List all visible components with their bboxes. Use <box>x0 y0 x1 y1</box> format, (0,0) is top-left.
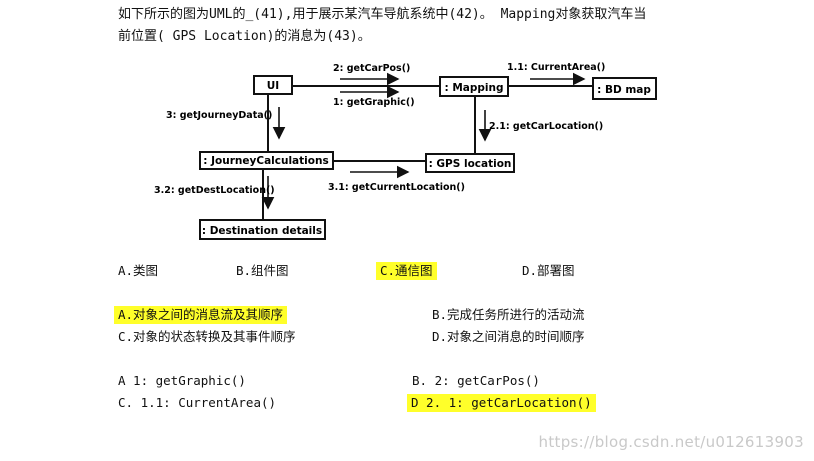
q43-option-d-highlighted: D 2. 1: getCarLocation() <box>407 394 596 412</box>
node-gps-location: : GPS location <box>425 153 515 173</box>
msg-getjourneydata: 3: getJourneyData() <box>166 110 272 121</box>
watermark: https://blog.csdn.net/u012613903 <box>538 433 804 451</box>
q41-option-a: A.类图 <box>118 263 159 278</box>
node-bdmap: : BD map <box>592 77 657 100</box>
q42-option-c: C.对象的状态转换及其事件顺序 <box>118 329 296 344</box>
message-arrows <box>261 72 586 210</box>
q41-option-c-highlighted: C.通信图 <box>376 262 437 280</box>
node-journey-calculations: : JourneyCalculations <box>199 151 334 170</box>
svg-text:: Destination details: : Destination details <box>202 225 322 237</box>
node-mapping: : Mapping <box>439 76 509 97</box>
q42-option-d: D.对象之间消息的时间顺序 <box>432 329 585 344</box>
svg-text:: GPS location: : GPS location <box>429 158 512 170</box>
msg-getcurrentlocation: 3.1: getCurrentLocation() <box>328 182 465 193</box>
node-ui: UI <box>253 75 293 95</box>
q41-option-b: B.组件图 <box>236 263 289 278</box>
question-line-2: 前位置( GPS Location)的消息为(43)。 <box>118 29 371 44</box>
msg-getgraphic: 1: getGraphic() <box>333 97 415 108</box>
msg-getcarpos: 2: getCarPos() <box>333 63 410 74</box>
q41-option-d: D.部署图 <box>522 263 575 278</box>
svg-text:UI: UI <box>267 80 279 92</box>
msg-getdestlocation: 3.2: getDestLocation() <box>154 185 275 196</box>
svg-text:: JourneyCalculations: : JourneyCalculations <box>203 155 328 167</box>
node-destination-details: : Destination details <box>199 219 326 240</box>
q42-option-a-highlighted: A.对象之间的消息流及其顺序 <box>114 306 288 324</box>
q43-option-b: B. 2: getCarPos() <box>412 373 540 388</box>
msg-getcarlocation: 2.1: getCarLocation() <box>489 121 603 132</box>
diagram-links <box>262 85 593 220</box>
svg-text:: Mapping: : Mapping <box>444 82 503 94</box>
q43-option-a: A 1: getGraphic() <box>118 373 246 388</box>
q43-option-c: C. 1.1: CurrentArea() <box>118 395 277 410</box>
question-line-1: 如下所示的图为UML的_(41),用于展示某汽车导航系统中(42)。 Mappi… <box>118 7 647 22</box>
q42-option-b: B.完成任务所进行的活动流 <box>432 307 585 322</box>
svg-text:: BD map: : BD map <box>597 84 651 96</box>
msg-currentarea: 1.1: CurrentArea() <box>507 62 605 73</box>
